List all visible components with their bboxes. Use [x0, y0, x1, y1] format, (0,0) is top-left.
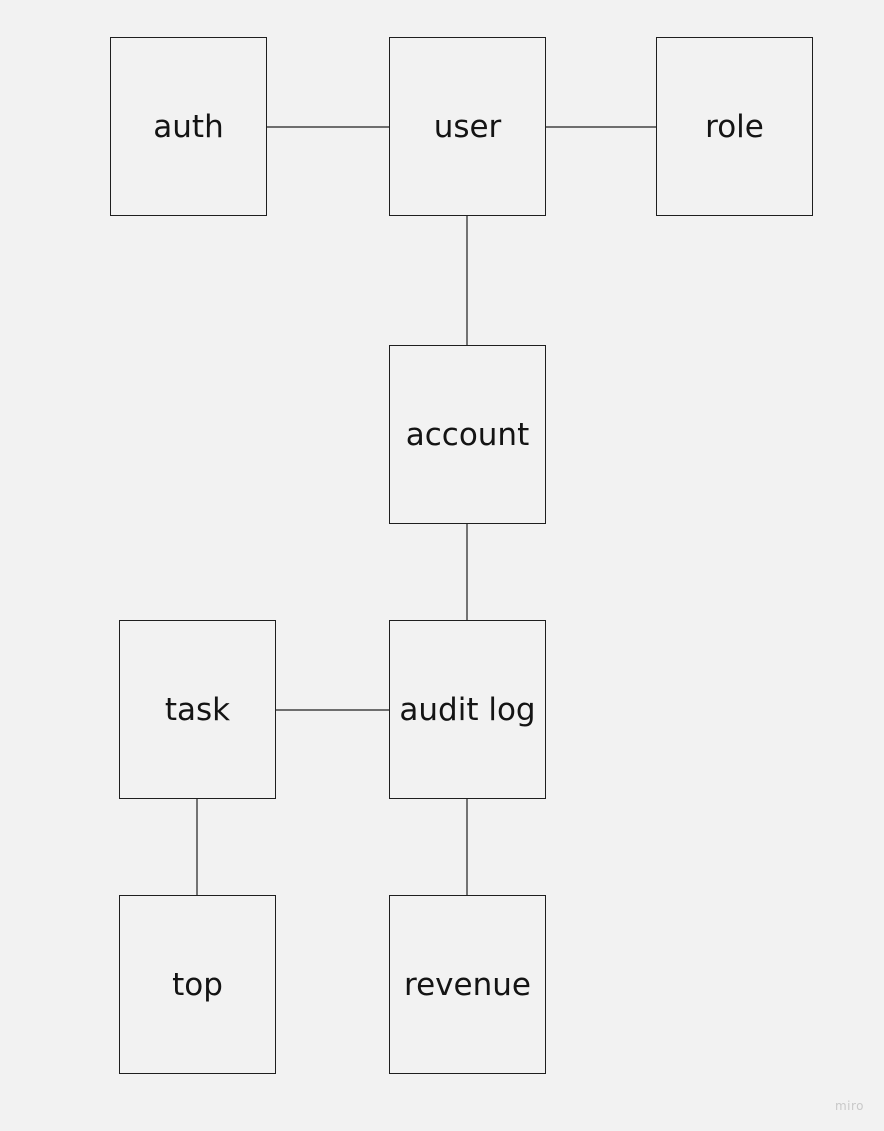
- node-task[interactable]: task: [119, 620, 276, 799]
- node-audit-log[interactable]: audit log: [389, 620, 546, 799]
- node-account-label: account: [405, 416, 530, 453]
- node-user[interactable]: user: [389, 37, 546, 216]
- node-role[interactable]: role: [656, 37, 813, 216]
- node-task-label: task: [164, 691, 231, 728]
- node-top[interactable]: top: [119, 895, 276, 1074]
- node-revenue-label: revenue: [404, 966, 531, 1003]
- node-top-label: top: [172, 966, 223, 1003]
- node-auth-label: auth: [153, 108, 224, 145]
- node-role-label: role: [705, 108, 764, 145]
- node-audit-log-label: audit log: [399, 691, 536, 728]
- miro-watermark: miro: [834, 1099, 864, 1113]
- node-auth[interactable]: auth: [110, 37, 267, 216]
- node-account[interactable]: account: [389, 345, 546, 524]
- node-user-label: user: [433, 108, 502, 145]
- node-revenue[interactable]: revenue: [389, 895, 546, 1074]
